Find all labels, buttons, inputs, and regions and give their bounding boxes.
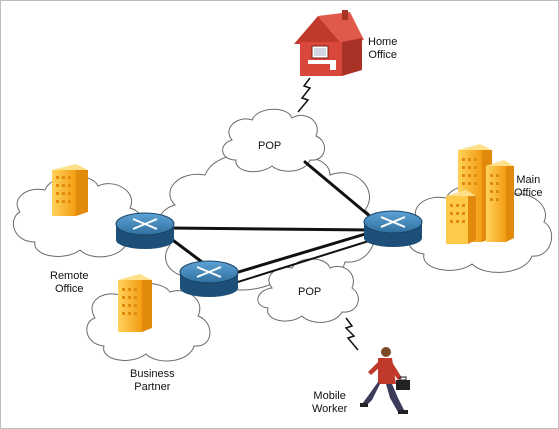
home-office-label: Home Office [368,36,398,61]
business-partner-building-icon [118,274,152,332]
router-main-icon [363,210,423,247]
mobile-worker-label: Mobile Worker [312,390,348,415]
remote-office-building-icon [52,164,88,216]
house-icon [294,10,364,76]
remote-office-label: Remote Office [50,270,89,295]
link-remote-main [168,226,374,232]
link-partner-pop [224,239,373,287]
link-pop-main [303,160,374,220]
router-remote-icon [115,212,175,249]
pop-top-label: POP [258,140,282,152]
link-partner-main [223,230,374,278]
main-office-building-icon [446,144,514,244]
pop-top-cloud-icon [222,108,325,173]
business-partner-label: Business Partner [130,368,175,393]
pop-bottom-label: POP [298,286,322,298]
router-partner-icon [179,260,239,297]
main-office-label: Main Office [514,174,543,199]
mobile-worker-icon [360,347,410,414]
wireless-link-icon [297,77,359,351]
